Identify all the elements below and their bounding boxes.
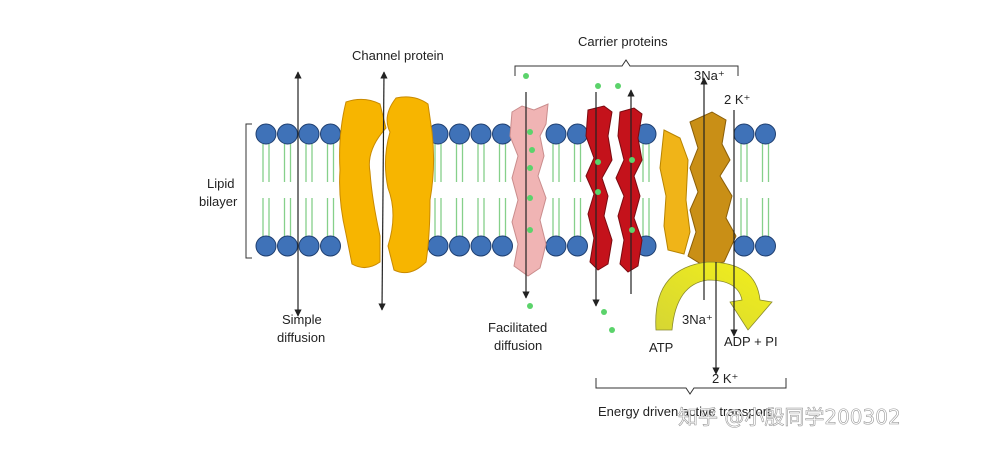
solute-dot — [523, 73, 529, 79]
lipid-head — [755, 123, 776, 145]
lipid-head — [733, 123, 755, 145]
lipid-head — [733, 235, 755, 257]
lipid-head — [255, 235, 277, 257]
lipid-head — [449, 235, 470, 257]
solute-dot — [595, 159, 601, 165]
simple-diffusion-label-line2: diffusion — [277, 330, 325, 345]
na-top-label: 3Na⁺ — [694, 68, 725, 83]
pump-gold-part — [687, 111, 737, 267]
solute-dot — [527, 165, 533, 171]
lipid-head — [277, 235, 298, 257]
simple-diffusion-label-line1: Simple — [282, 312, 322, 327]
lipid-bilayer-bracket — [245, 123, 252, 259]
facilitated-diffusion-protein — [509, 103, 549, 277]
lipid-head — [449, 123, 470, 145]
solute-dot — [601, 309, 607, 315]
energy-driven-label: Energy driven active transport — [598, 404, 771, 419]
solute-dot — [629, 157, 635, 163]
solute-dot — [609, 327, 615, 333]
lipid-label-line1: Lipid — [207, 176, 234, 191]
lipid-head — [492, 235, 513, 257]
solute-dot — [595, 83, 601, 89]
k-bottom-label: 2 K⁺ — [712, 371, 738, 386]
solute-dot — [595, 189, 601, 195]
energy-driven-bracket — [595, 378, 787, 395]
lipid-tails — [262, 144, 770, 236]
lipid-head — [567, 235, 588, 257]
pump-orange-part — [659, 129, 691, 255]
solute-dot — [527, 303, 533, 309]
solute-dot — [527, 227, 533, 233]
solute-dot — [527, 129, 533, 135]
lipid-head — [255, 123, 277, 145]
lipid-head — [320, 123, 341, 145]
k-top-label: 2 K⁺ — [724, 92, 750, 107]
atp-arrow — [655, 261, 773, 331]
lipid-head — [492, 123, 513, 145]
lipid-head — [470, 235, 492, 257]
solute-dot — [629, 227, 635, 233]
lipid-head — [277, 123, 298, 145]
channel-protein-left — [339, 98, 387, 268]
carrier-proteins-bracket — [514, 59, 739, 76]
lipid-head — [545, 123, 567, 145]
lipid-head — [755, 235, 776, 257]
lipid-label-line2: bilayer — [199, 194, 238, 209]
lipid-head — [567, 123, 588, 145]
carrier-protein-red-1 — [585, 105, 613, 271]
watermark: 知乎 @小殷同学200302 — [678, 405, 901, 429]
carrier-protein-red-2 — [615, 107, 643, 273]
lipid-head — [320, 235, 341, 257]
solute-dot — [615, 83, 621, 89]
channel-protein-arrow — [378, 71, 388, 311]
lipid-head — [545, 235, 567, 257]
lipid-heads — [255, 123, 776, 257]
na-bottom-label: 3Na⁺ — [682, 312, 713, 327]
carrier-proteins-label: Carrier proteins — [578, 34, 668, 49]
solute-molecules — [523, 73, 635, 333]
lipid-head — [298, 235, 320, 257]
facilitated-diffusion-label-line1: Facilitated — [488, 320, 547, 335]
solute-dot — [529, 147, 535, 153]
adp-pi-label: ADP + PI — [724, 334, 778, 349]
lipid-head — [427, 235, 449, 257]
lipid-head — [470, 123, 492, 145]
lipid-head — [298, 123, 320, 145]
facilitated-diffusion-label-line2: diffusion — [494, 338, 542, 353]
channel-protein-right — [384, 96, 435, 274]
channel-protein-label: Channel protein — [352, 48, 444, 63]
atp-label: ATP — [649, 340, 673, 355]
solute-dot — [527, 195, 533, 201]
